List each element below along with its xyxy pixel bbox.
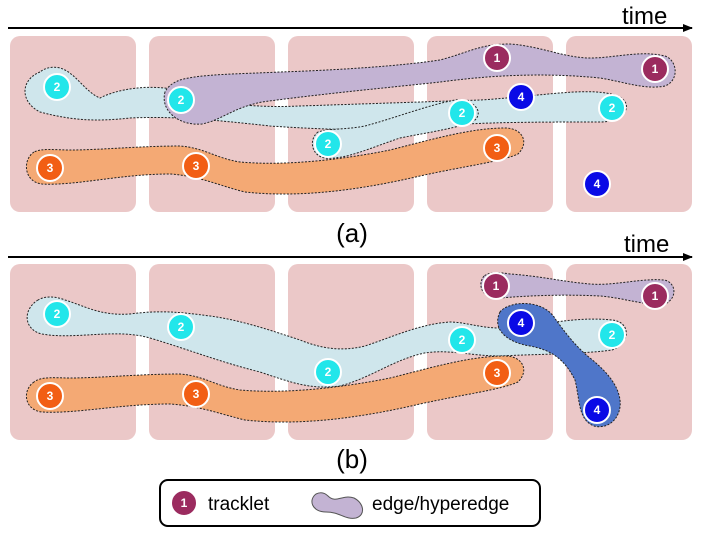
tracklet-id-label: 2 <box>609 328 616 342</box>
tracklet-circle <box>641 282 669 310</box>
tracklet-node-a-9: 3 <box>483 134 511 162</box>
tracklet-node-a-5: 2 <box>598 94 626 122</box>
tracklet-node-a-3: 2 <box>167 86 195 114</box>
tracklet-circle <box>36 154 64 182</box>
tracklet-circle <box>598 94 626 122</box>
tracklet-circle <box>482 272 510 300</box>
tracklet-id-label: 1 <box>652 62 659 76</box>
tracklet-circle <box>448 99 476 127</box>
tracklet-node-b-11: 4 <box>583 396 611 424</box>
tracklet-id-label: 3 <box>47 161 54 175</box>
tracklet-circle <box>641 55 669 83</box>
panel-label-b: (b) <box>336 444 368 474</box>
tracklet-node-a-0: 1 <box>483 44 511 72</box>
tracklet-circle <box>483 44 511 72</box>
tracklet-id-label: 4 <box>518 316 525 330</box>
tracklet-circle <box>167 313 195 341</box>
tracklet-circle <box>448 326 476 354</box>
tracklet-id-label: 4 <box>518 90 525 104</box>
tracklet-node-b-4: 2 <box>448 326 476 354</box>
tracklet-node-b-3: 2 <box>167 313 195 341</box>
tracklet-circle <box>36 382 64 410</box>
tracklet-id-label: 4 <box>594 403 601 417</box>
tracklet-node-a-2: 2 <box>43 73 71 101</box>
tracklet-id-label: 2 <box>459 333 466 347</box>
tracklet-id-label: 4 <box>594 177 601 191</box>
tracklet-id-label: 2 <box>609 101 616 115</box>
legend: 1 tracklet edge/hyperedge <box>159 479 541 527</box>
tracklet-node-b-1: 1 <box>641 282 669 310</box>
tracklet-node-a-11: 4 <box>583 170 611 198</box>
tracklet-circle <box>483 359 511 387</box>
legend-edge-icon <box>311 492 363 519</box>
tracklet-circle <box>43 300 71 328</box>
panel-label-a: (a) <box>336 218 368 248</box>
time-axis-label-b: time <box>624 231 669 258</box>
tracklet-circle <box>483 134 511 162</box>
tracklet-id-label: 3 <box>193 387 200 401</box>
tracklet-id-label: 3 <box>494 141 501 155</box>
tracklet-node-b-2: 2 <box>43 300 71 328</box>
frame-b-1 <box>10 264 136 440</box>
tracklet-node-b-9: 3 <box>483 359 511 387</box>
tracklet-id-label: 3 <box>47 389 54 403</box>
tracklet-id-label: 2 <box>54 307 61 321</box>
tracklet-circle <box>182 380 210 408</box>
tracklet-node-a-7: 3 <box>36 154 64 182</box>
tracklet-id-label: 1 <box>493 279 500 293</box>
tracklet-node-b-5: 2 <box>598 321 626 349</box>
tracklet-node-b-7: 3 <box>36 382 64 410</box>
legend-tracklet-node <box>170 489 198 517</box>
tracklet-circle <box>314 358 342 386</box>
legend-edge-label: edge/hyperedge <box>372 494 509 515</box>
tracklet-node-a-1: 1 <box>641 55 669 83</box>
tracklet-circle <box>598 321 626 349</box>
legend-tracklet-node-label: 1 <box>181 496 188 510</box>
tracklet-circle <box>314 130 342 158</box>
tracklet-circle <box>507 83 535 111</box>
tracklet-id-label: 2 <box>54 80 61 94</box>
tracklet-node-b-8: 3 <box>182 380 210 408</box>
tracklet-node-a-6: 2 <box>314 130 342 158</box>
legend-tracklet-label: tracklet <box>208 494 270 515</box>
edge-b-track1 <box>480 272 675 305</box>
edge-b-track3 <box>26 355 525 423</box>
tracklet-id-label: 2 <box>178 320 185 334</box>
edge-a-track3 <box>26 127 525 195</box>
frame-a-1 <box>10 36 136 212</box>
edge-a-track1 <box>163 43 676 125</box>
tracklet-circle <box>167 86 195 114</box>
time-axis-label-a: time <box>622 3 667 30</box>
tracklet-circle <box>43 73 71 101</box>
tracklet-id-label: 2 <box>325 137 332 151</box>
tracklet-node-a-8: 3 <box>182 152 210 180</box>
tracklet-circle <box>507 309 535 337</box>
tracklet-node-b-10: 4 <box>507 309 535 337</box>
tracklet-node-b-0: 1 <box>482 272 510 300</box>
tracklet-nodes: 1 1 2 2 2 2 2 3 3 3 4 4 1 1 2 2 2 2 2 3 3 3 4 4 <box>36 44 669 424</box>
tracklet-id-label: 1 <box>494 51 501 65</box>
tracklet-id-label: 3 <box>193 159 200 173</box>
tracklet-id-label: 3 <box>494 366 501 380</box>
tracklet-circle <box>583 396 611 424</box>
tracklet-node-a-10: 4 <box>507 83 535 111</box>
tracklet-circle <box>583 170 611 198</box>
tracklet-id-label: 1 <box>652 289 659 303</box>
edge-a-track2-short <box>311 99 479 159</box>
tracklet-id-label: 2 <box>178 93 185 107</box>
tracklet-node-b-6: 2 <box>314 358 342 386</box>
tracklet-id-label: 2 <box>459 106 466 120</box>
tracklet-id-label: 2 <box>325 365 332 379</box>
tracklet-node-a-4: 2 <box>448 99 476 127</box>
tracklet-circle <box>182 152 210 180</box>
